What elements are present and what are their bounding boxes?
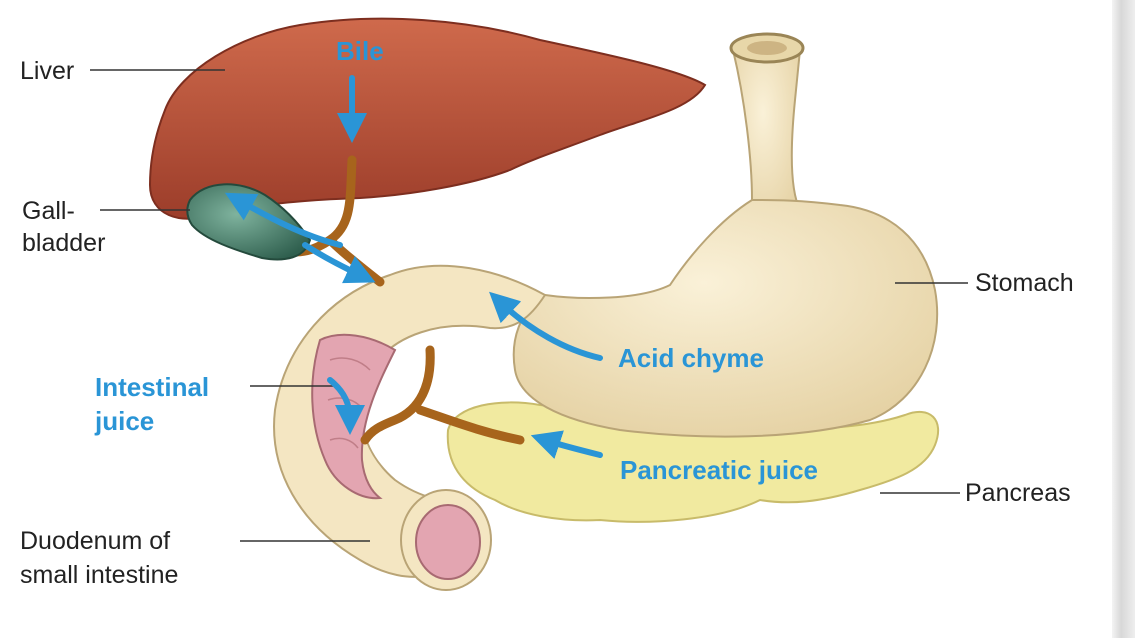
flow-label-intestinal-line1: Intestinal: [95, 372, 209, 402]
label-duodenum-line1: Duodenum of: [20, 526, 170, 556]
flow-label-acid-chyme: Acid chyme: [618, 343, 764, 373]
flow-label-pancreatic-juice: Pancreatic juice: [620, 455, 818, 485]
esophagus-lumen: [747, 41, 787, 55]
label-liver: Liver: [20, 56, 74, 86]
flow-label-bile: Bile: [336, 36, 384, 66]
label-gallbladder-line2: bladder: [22, 228, 105, 258]
label-pancreas: Pancreas: [965, 478, 1071, 508]
flow-label-intestinal-line2: juice: [95, 406, 154, 436]
label-gallbladder-line1: Gall-: [22, 196, 75, 226]
stomach-organ: [514, 200, 937, 437]
duodenum-lumen: [416, 505, 480, 579]
label-stomach: Stomach: [975, 268, 1074, 298]
label-duodenum-line2: small intestine: [20, 560, 178, 590]
